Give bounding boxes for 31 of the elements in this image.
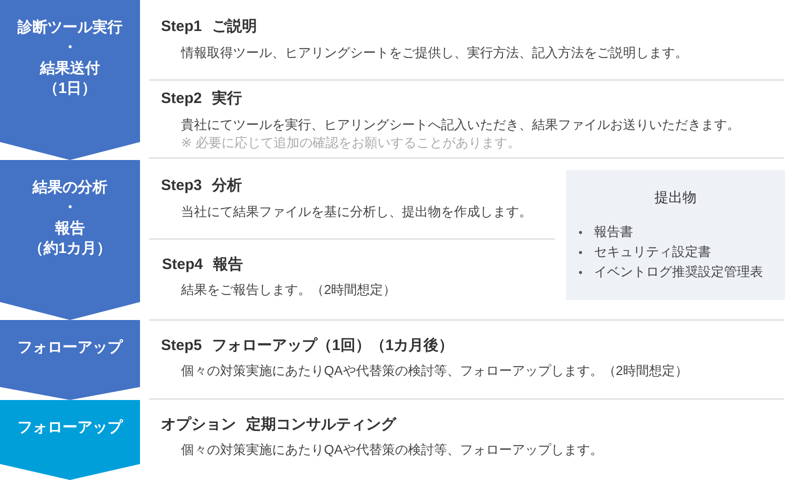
list-item: セキュリティ設定書: [594, 243, 711, 261]
phase-label: 診断ツール実行: [18, 18, 122, 38]
step-heading: Step5 フォローアップ（1回）（1カ月後）: [161, 336, 454, 356]
panel-heading: 提出物: [654, 188, 696, 207]
chevron-block: [0, 0, 140, 160]
step-description: 結果をご報告します。（2時間想定）: [181, 281, 396, 299]
chevron-block: [0, 320, 140, 400]
phase-label: ・: [62, 198, 78, 218]
phase-label: 報告: [55, 218, 85, 239]
step-description: 個々の対策実施にあたりQAや代替策の検討等、フォローアップします。: [181, 441, 603, 459]
phase-label: 結果の分析: [32, 178, 108, 198]
phase-label: フォローアップ: [18, 418, 122, 438]
phase-label: （約1カ月）: [28, 239, 112, 260]
phase-label: （1日）: [43, 79, 97, 100]
phase-label: フォローアップ: [18, 338, 122, 358]
step-heading: オプション 定期コンサルティング: [161, 415, 396, 435]
phase-label: 結果送付: [40, 58, 100, 79]
step-description: 当社にて結果ファイルを基に分析し、提出物を作成します。: [181, 203, 532, 221]
step-description: 情報取得ツール、ヒアリングシートをご提供し、実行方法、記入方法をご説明します。: [181, 44, 688, 62]
info-panel: [566, 170, 785, 300]
list-item: 報告書: [594, 223, 633, 241]
step-heading: Step2 実行: [161, 89, 242, 109]
step-description: 貴社にてツールを実行、ヒアリングシートへ記入いただき、結果ファイルお送りいただきます。: [181, 116, 740, 134]
step-heading: Step3 分析: [161, 176, 242, 196]
step-heading: Step4 報告: [162, 255, 244, 275]
note-text: ※ 必要に応じて追加の確認をお願いすることがあります。: [181, 134, 521, 152]
list-item: イベントログ推奨設定管理表: [594, 263, 763, 281]
phase-label: ・: [62, 38, 78, 58]
chevron-block: [0, 400, 140, 480]
step-heading: Step1 ご説明: [161, 17, 258, 37]
step-description: 個々の対策実施にあたりQAや代替策の検討等、フォローアップします。（2時間想定）: [181, 362, 688, 380]
